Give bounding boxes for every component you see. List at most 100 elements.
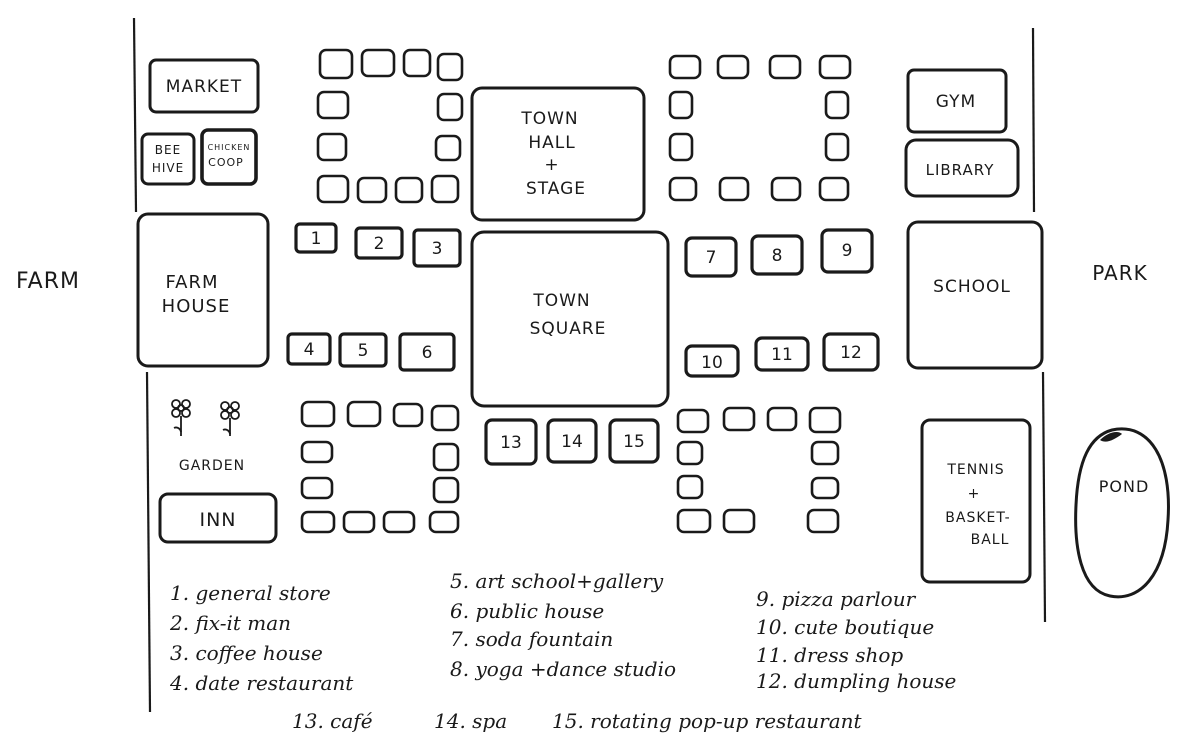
flower-icon	[171, 399, 191, 436]
empty-lot	[824, 90, 850, 120]
bee-hive-building	[140, 132, 196, 186]
empty-lot	[722, 406, 756, 432]
town-hall-label-3: +	[544, 155, 559, 175]
empty-lot	[668, 176, 698, 202]
empty-lot	[430, 174, 460, 204]
empty-lot	[434, 134, 462, 162]
library-building	[904, 138, 1020, 198]
tennis-label-4: BALL	[971, 532, 1010, 548]
empty-lot	[436, 52, 464, 82]
numbered-lot-9: 9	[820, 228, 874, 274]
empty-lot	[768, 54, 802, 80]
empty-lot	[818, 54, 852, 80]
empty-lot	[430, 404, 460, 432]
empty-lot	[766, 406, 798, 432]
lot-number: 8	[772, 246, 783, 266]
legend: 1. general store 2. fix-it man 3. coffee…	[169, 569, 956, 733]
garden-label: GARDEN	[179, 458, 245, 474]
pond-label: POND	[1099, 477, 1150, 496]
numbered-lot-7: 7	[684, 236, 738, 278]
numbered-lot-2: 2	[354, 226, 404, 260]
lot-number: 12	[840, 343, 862, 363]
legend-item: 2. fix-it man	[169, 611, 291, 635]
numbered-lot-11: 11	[754, 336, 810, 372]
pond-mark	[1100, 432, 1122, 442]
legend-item: 5. art school+gallery	[450, 569, 664, 593]
empty-lot	[382, 510, 416, 534]
empty-lot	[300, 476, 334, 500]
flower-icon	[220, 401, 240, 436]
tennis-label-1: TENNIS	[946, 462, 1004, 478]
gym-building	[906, 68, 1008, 134]
empty-lot	[428, 510, 460, 534]
empty-lot	[668, 90, 694, 120]
empty-lot	[432, 476, 460, 504]
lot-block-bottom-left	[300, 400, 460, 534]
tennis-label-2: +	[968, 486, 981, 502]
town-boundary-left-top	[132, 17, 138, 213]
legend-item: 11. dress shop	[756, 643, 903, 667]
chicken-coop-label-1: CHICKEN	[208, 143, 251, 152]
empty-lot	[346, 400, 382, 428]
lot-number: 11	[771, 345, 793, 365]
lot-block-top-left	[316, 48, 464, 204]
inn-building	[158, 492, 278, 544]
empty-lot	[676, 440, 704, 466]
library-label: LIBRARY	[926, 161, 995, 179]
lot-number: 2	[374, 234, 385, 254]
lot-block-top-right	[668, 54, 852, 202]
numbered-lot-1: 1	[294, 222, 338, 254]
lot-number: 15	[623, 432, 645, 452]
pond	[1074, 427, 1170, 599]
empty-lot	[356, 176, 388, 204]
empty-lot	[808, 406, 842, 434]
town-hall-label-2: HALL	[528, 133, 575, 153]
empty-lot	[316, 132, 348, 162]
numbered-lot-3: 3	[412, 228, 462, 268]
town-boundary-right-top	[1031, 27, 1036, 213]
numbered-lot-13: 13	[484, 418, 538, 466]
numbered-lot-15: 15	[608, 418, 660, 464]
empty-lot	[394, 176, 424, 204]
farm-house-label-2: HOUSE	[162, 296, 231, 317]
empty-lot	[402, 48, 432, 78]
lot-block-bottom-right	[676, 406, 842, 534]
town-square-building	[470, 230, 670, 408]
lot-number: 1	[311, 229, 322, 249]
lot-number: 5	[358, 341, 369, 361]
legend-item: 8. yoga +dance studio	[450, 657, 676, 681]
empty-lot	[810, 476, 840, 500]
legend-item: 7. soda fountain	[450, 627, 613, 651]
tennis-label-3: BASKET-	[945, 510, 1010, 526]
market-label: MARKET	[166, 77, 242, 97]
empty-lot	[316, 174, 350, 204]
lot-number: 4	[304, 340, 315, 360]
empty-lot	[360, 48, 396, 78]
lot-number: 7	[706, 248, 717, 268]
bee-hive-label-2: HIVE	[152, 161, 184, 175]
legend-item: 4. date restaurant	[169, 671, 354, 695]
legend-item: 3. coffee house	[170, 641, 323, 665]
legend-item: 15. rotating pop-up restaurant	[552, 709, 863, 733]
chicken-coop-label-2: COOP	[208, 156, 244, 169]
empty-lot	[300, 400, 336, 428]
legend-item: 12. dumpling house	[756, 669, 956, 693]
legend-item: 10. cute boutique	[756, 615, 934, 639]
lot-number: 3	[432, 239, 443, 259]
bee-hive-label-1: BEE	[155, 143, 181, 157]
school-label: SCHOOL	[933, 277, 1011, 297]
farm-house-building	[136, 212, 270, 368]
town-square-label-2: SQUARE	[530, 319, 607, 339]
empty-lot	[432, 442, 460, 472]
legend-item: 9. pizza parlour	[756, 587, 917, 611]
empty-lot	[342, 510, 376, 534]
empty-lot	[318, 48, 354, 80]
empty-lot	[676, 508, 712, 534]
empty-lot	[316, 90, 350, 120]
farm-house-label-1: FARM	[165, 272, 218, 293]
numbered-lot-10: 10	[684, 344, 740, 378]
chicken-coop-building	[200, 128, 258, 186]
town-hall-label-4: STAGE	[526, 179, 586, 199]
farm-label: FARM	[16, 269, 80, 294]
